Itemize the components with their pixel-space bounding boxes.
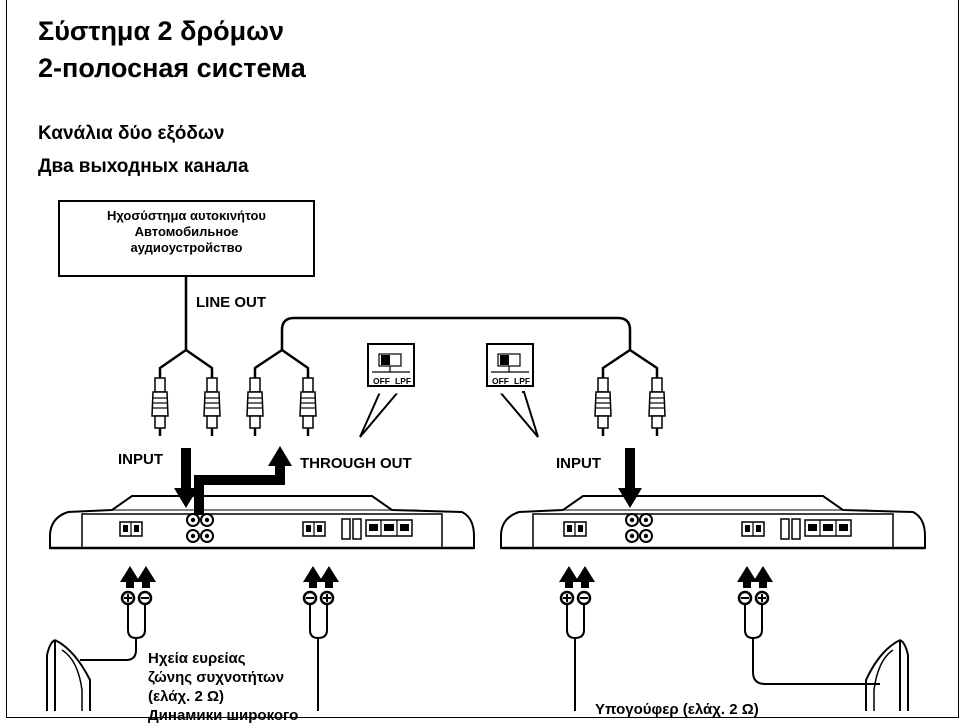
input-label-left: INPUT (118, 451, 163, 468)
fuse-icon (341, 518, 362, 540)
subwoofer-icon (865, 639, 909, 711)
page-title-greek: Σύστημα 2 δρόμων (38, 16, 284, 46)
subtitle-greek: Κανάλια δύο εξόδων (38, 123, 225, 144)
speaker-left-icon (46, 639, 91, 711)
speaker-wires (80, 605, 880, 711)
page-title-russian: 2-полосная система (38, 53, 306, 83)
full-range-line-3: (ελάχ. 2 Ω) (148, 688, 224, 705)
rca-plug-through-left (245, 376, 265, 438)
speaker-output-arrows (120, 566, 773, 588)
line-out-label: LINE OUT (196, 294, 266, 311)
car-audio-label-greek: Ηχοσύστημα αυτοκινήτου (107, 208, 266, 223)
subtitle-russian: Два выходных канала (38, 156, 249, 177)
car-audio-unit-box: Ηχοσύστημα αυτοκινήτου Автомобильное ауд… (58, 200, 315, 277)
subwoofer-label: Υπογούφερ (ελάχ. 2 Ω) (595, 701, 759, 718)
input-arrow-left (174, 448, 198, 508)
full-range-line-2: ζώνης συχνοτήτων (148, 669, 285, 686)
polarity-symbols (120, 590, 770, 606)
rca-plug-input-left (150, 376, 170, 438)
rca-plug-amp2-left (593, 376, 613, 438)
through-out-arrow (194, 446, 292, 515)
full-range-line-1: Ηχεία ευρείας (148, 650, 246, 667)
switch-right-lpf-label: LPF (514, 376, 530, 386)
switch-left-lpf-label: LPF (395, 376, 411, 386)
rca-plug-through-right (298, 376, 318, 438)
switch-right-off-label: OFF (492, 376, 509, 386)
input-arrow-right (618, 448, 642, 508)
rca-plug-input-right (202, 376, 222, 438)
car-audio-label-russian-1: Автомобильное (134, 224, 239, 239)
through-out-label: THROUGH OUT (300, 455, 412, 472)
rca-plug-amp2-right (647, 376, 667, 438)
lpf-switch-callout-left (359, 343, 415, 438)
input-label-right: INPUT (556, 455, 601, 472)
lpf-switch-callout-right (486, 343, 539, 438)
car-audio-label-russian-2: аудиоустройство (130, 240, 243, 255)
switch-left-off-label: OFF (373, 376, 390, 386)
full-range-speaker-label: Ηχεία ευρείας ζώνης συχνοτήτων (ελάχ. 2 … (148, 649, 298, 725)
full-range-line-4: Динамики широкого (148, 707, 299, 724)
